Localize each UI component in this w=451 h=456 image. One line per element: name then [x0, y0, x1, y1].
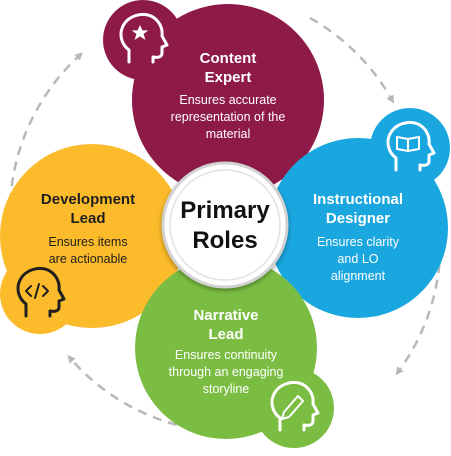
content-expert-desc-3: material	[206, 127, 250, 141]
instructional-designer-desc-1: Ensures clarity	[317, 235, 400, 249]
star-head-icon	[119, 12, 169, 64]
pencil-head-icon	[270, 380, 320, 432]
narrative-lead-title-1: Narrative	[193, 307, 258, 324]
development-lead-title-1: Development	[41, 191, 135, 208]
narrative-lead-desc-2: through an engaging	[169, 365, 284, 379]
book-head-icon	[386, 120, 436, 172]
code-head-icon	[16, 266, 66, 318]
narrative-icon-circle	[254, 368, 334, 448]
development-icon-circle	[0, 254, 80, 334]
content-expert-desc-1: Ensures accurate	[179, 93, 276, 107]
center-title-line1: Primary	[180, 197, 270, 224]
instructional-icon-circle	[370, 108, 450, 188]
content-expert-title-1: Content	[200, 50, 257, 67]
development-lead-title-2: Lead	[70, 210, 105, 227]
instructional-designer-desc-2: and LO	[337, 252, 378, 266]
instructional-designer-title-2: Designer	[326, 210, 390, 227]
content-icon-circle	[103, 0, 183, 80]
center-title-line2: Roles	[192, 227, 257, 254]
narrative-lead-desc-1: Ensures continuity	[175, 348, 278, 362]
narrative-lead-desc-3: storyline	[203, 382, 250, 396]
narrative-lead-title-2: Lead	[208, 326, 243, 343]
development-lead-desc-1: Ensures items	[48, 235, 127, 249]
center-circle	[161, 161, 289, 289]
instructional-designer-title-1: Instructional	[313, 191, 403, 208]
content-expert-title-2: Expert	[205, 69, 252, 86]
content-expert-desc-2: representation of the	[171, 110, 286, 124]
instructional-designer-desc-3: alignment	[331, 269, 386, 283]
development-lead-desc-2: are actionable	[49, 252, 128, 266]
